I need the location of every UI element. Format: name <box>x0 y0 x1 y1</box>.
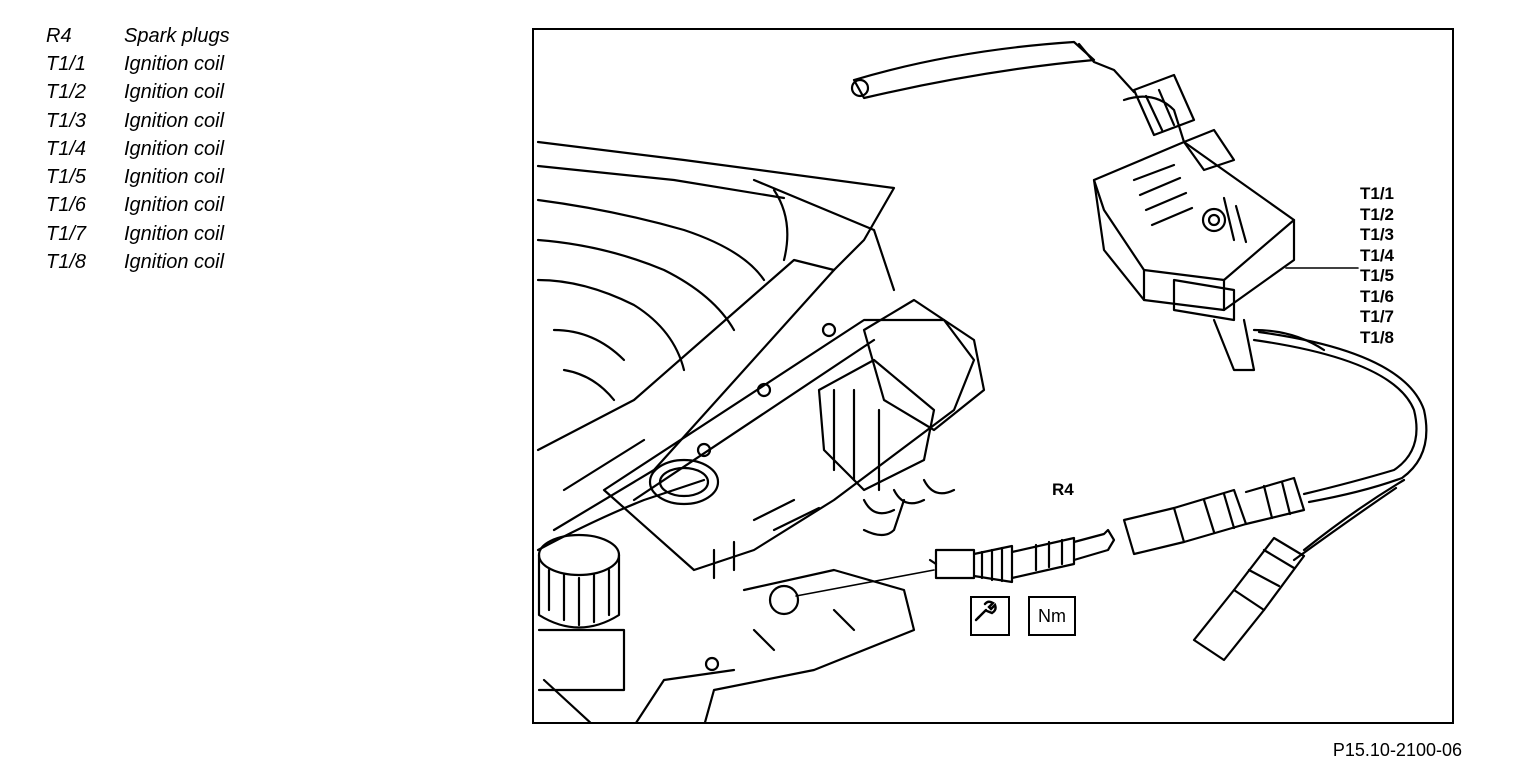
legend-row: T1/5 Ignition coil <box>46 163 230 191</box>
callout-label: T1/6 <box>1360 286 1395 306</box>
legend-code: T1/6 <box>46 194 87 217</box>
lower-engine-block <box>635 568 916 722</box>
legend-row: T1/4 Ignition coil <box>46 135 230 163</box>
legend-code: T1/2 <box>46 81 87 104</box>
coil-connector-boots <box>1122 330 1428 662</box>
torque-icon: Nm <box>1028 596 1076 636</box>
callout-label: T1/5 <box>1360 266 1395 285</box>
valve-cover <box>602 318 976 580</box>
legend-row: R4 Spark plugs <box>46 22 230 50</box>
legend-label: Spark plugs <box>124 24 230 47</box>
callout-label: T1/8 <box>1360 327 1395 347</box>
engine-diagram: T1/1 T1/2 T1/3 T1/4 T1/5 T1/6 T1/7 T1/8 … <box>532 28 1454 724</box>
legend-code: T1/7 <box>46 222 87 245</box>
callout-label: T1/4 <box>1360 245 1395 265</box>
legend-row: T1/7 Ignition coil <box>46 220 230 248</box>
callout-label: T1/1 <box>1360 184 1395 203</box>
coil-pack-installed <box>817 298 986 537</box>
spark-plug <box>928 528 1116 584</box>
legend-label: Ignition coil <box>124 137 225 160</box>
legend-label: Ignition coil <box>124 222 225 245</box>
engine-drawing <box>536 40 1428 722</box>
legend-code: R4 <box>46 24 72 47</box>
leader-line-plug-hole <box>795 569 935 597</box>
legend-label: Ignition coil <box>124 166 225 189</box>
wrench-icon <box>970 596 1010 636</box>
legend-label: Ignition coil <box>124 194 225 217</box>
legend-code: T1/4 <box>46 137 87 160</box>
legend-label: Ignition coil <box>124 52 225 75</box>
figure-reference: P15.10-2100-06 <box>1332 740 1462 760</box>
legend-label: Ignition coil <box>124 81 225 104</box>
callout-label: T1/3 <box>1360 225 1395 244</box>
legend-code: T1/3 <box>46 109 87 132</box>
legend-code: T1/5 <box>46 166 87 189</box>
legend-code: T1/1 <box>46 52 87 75</box>
callout-label: T1/7 <box>1360 307 1395 326</box>
legend-code: T1/8 <box>46 251 87 274</box>
oil-filter-cap <box>537 533 626 722</box>
spark-plug-callout: R4 <box>1052 480 1074 499</box>
callout-label: T1/2 <box>1360 204 1395 224</box>
engine-block-outline <box>536 140 896 552</box>
ignition-coil-pack <box>850 40 1326 372</box>
legend-row: T1/8 Ignition coil <box>46 248 230 276</box>
legend-row: T1/2 Ignition coil <box>46 79 230 107</box>
legend-label: Ignition coil <box>124 251 225 274</box>
legend-row: T1/6 Ignition coil <box>46 192 230 220</box>
legend-row: T1/3 Ignition coil <box>46 107 230 135</box>
coil-callout-list: T1/1 T1/2 T1/3 T1/4 T1/5 T1/6 T1/7 T1/8 <box>1360 184 1394 348</box>
legend-label: Ignition coil <box>124 109 225 132</box>
legend-row: T1/1 Ignition coil <box>46 50 230 78</box>
